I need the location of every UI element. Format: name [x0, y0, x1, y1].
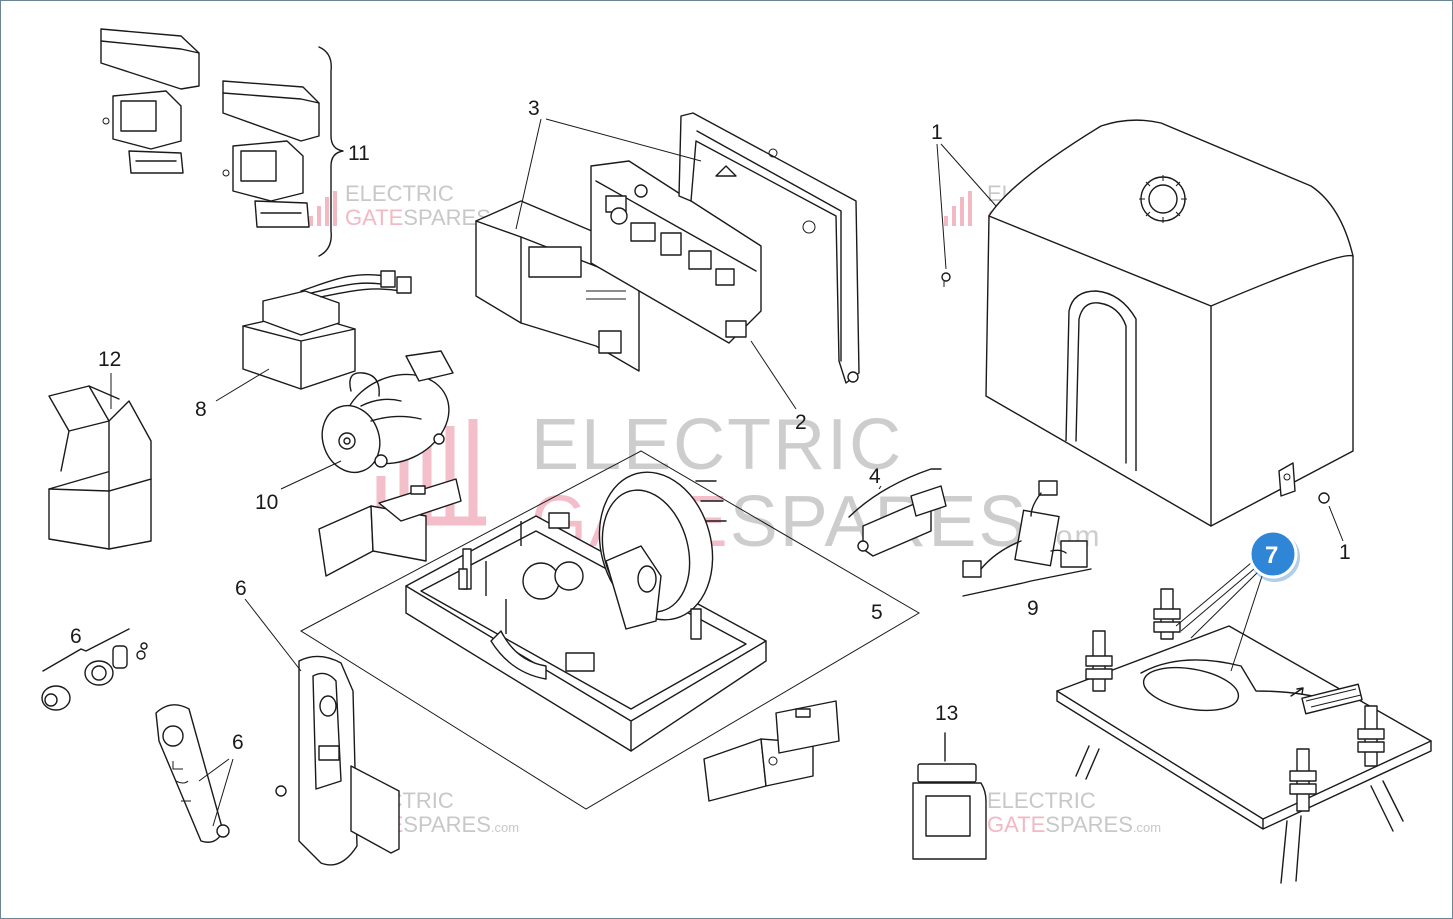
callout-7: 7	[1265, 542, 1278, 569]
watermark-large: ELECTRIC GATESPARES.com	[371, 405, 1099, 562]
callout-8: 8	[195, 398, 207, 421]
callout-12: 12	[98, 348, 121, 371]
watermark-small-suffix: .com	[491, 820, 519, 835]
part-9-sensor-harness	[962, 480, 1092, 597]
callout-labels: 1 1 2 3 4 5 6 6 6 8 9 10 11 12 13	[70, 97, 1351, 754]
watermark-small-spares: SPARES	[1045, 812, 1133, 837]
part-2-control-board	[590, 160, 762, 344]
watermark-small-logo-icon	[944, 191, 972, 226]
callout-2: 2	[795, 411, 807, 434]
callout-3: 3	[528, 97, 540, 120]
callout-9: 9	[1027, 597, 1039, 620]
part-10-motor	[321, 350, 454, 474]
callout-7-badge[interactable]: 7	[1248, 529, 1300, 582]
watermark-small-electric: ELECTRIC	[345, 181, 454, 206]
part-6-release-lock	[41, 628, 400, 866]
watermark-small-suffix: .com	[1133, 820, 1161, 835]
watermark-small-logo-icon	[309, 191, 337, 226]
part-1-motor-cover	[941, 119, 1354, 527]
callout-10: 10	[255, 491, 278, 514]
badge-circle	[1248, 529, 1298, 579]
watermark-small-gate: GATE	[987, 812, 1045, 837]
part-4-bracket	[848, 468, 947, 557]
leader-lines	[110, 118, 1344, 827]
part-12-packaging-box	[48, 385, 152, 550]
svg-text:GATESPARES.com: GATESPARES.com	[987, 812, 1161, 837]
part-7-foundation-plate	[1056, 588, 1432, 884]
callout-1-top: 1	[931, 121, 943, 144]
part-3-mounting-frame	[678, 112, 860, 384]
foot-blocks	[318, 478, 840, 802]
callout-1-bottom: 1	[1339, 541, 1351, 564]
callout-5: 5	[871, 601, 883, 624]
callout-11: 11	[348, 142, 370, 165]
part-8-transformer	[242, 270, 412, 390]
gear-icon	[1139, 175, 1187, 223]
callout-4: 4	[869, 465, 881, 488]
watermark-small-electric: ELECTRIC	[987, 788, 1096, 813]
watermark-word-electric: ELECTRIC	[531, 405, 903, 485]
part-5-gearbox-base	[299, 450, 920, 810]
part-13-grease-jar	[912, 732, 987, 860]
callout-6-key: 6	[232, 731, 244, 754]
callout-6-stand: 6	[235, 577, 247, 600]
watermark-small-gate: GATE	[345, 205, 403, 230]
watermark-small-spares: SPARES	[403, 812, 491, 837]
watermark-small-bottom-right: ELECTRIC GATESPARES.com	[944, 788, 1161, 837]
part-11-limit-switch-kits	[100, 28, 344, 257]
callout-13: 13	[935, 702, 958, 725]
callout-6-lock: 6	[70, 625, 82, 648]
anchor-bolts	[1085, 588, 1385, 812]
